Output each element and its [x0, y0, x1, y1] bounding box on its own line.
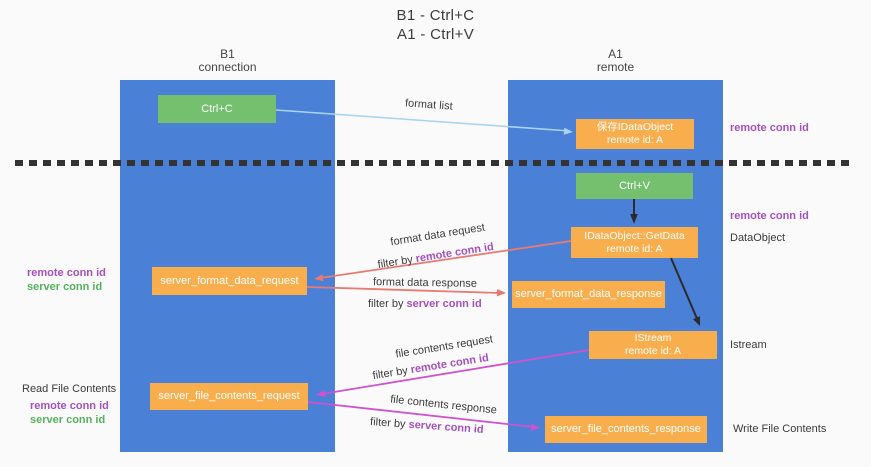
filter-1-prefix: filter by: [376, 253, 417, 272]
node-ctrl-c: Ctrl+C: [158, 95, 276, 123]
filter-by-remote-conn-id-label-2: filter by remote conn id: [372, 352, 490, 382]
node-ctrl-c-label: Ctrl+C: [201, 102, 233, 115]
format-data-response-label: format data response: [372, 276, 478, 290]
filter-2-key: server conn id: [406, 298, 482, 310]
lane-header-b1: B1 connection: [120, 48, 335, 74]
lane-a1-subtitle: remote: [596, 60, 635, 74]
node-save-dataobject-line1: 保存IDataObject: [596, 121, 674, 133]
node-save-dataobject-line2: remote id: A: [606, 134, 664, 146]
istream-label: Istream: [730, 339, 767, 351]
copy-paste-divider-line: [15, 160, 853, 166]
title-line-2: A1 - Ctrl+V: [396, 26, 475, 43]
filter-3-prefix: filter by: [371, 364, 412, 383]
filter-1-key: remote conn id: [414, 240, 495, 266]
node-file-request-label: server_file_contents_request: [158, 390, 300, 402]
left-remote-conn-id-top: remote conn id: [27, 267, 106, 279]
filter-by-server-conn-id-label-1: filter by server conn id: [368, 298, 482, 310]
write-file-contents-label: Write File Contents: [733, 423, 827, 435]
file-contents-response-label: file contents response: [389, 393, 498, 417]
node-getdata-line1: IDataObject::GetData: [584, 229, 685, 242]
left-server-conn-id-top: server conn id: [27, 281, 103, 293]
filter-4-key: server conn id: [408, 418, 484, 436]
node-istream-line1: IStream: [634, 332, 672, 344]
lane-b1-title: B1: [220, 47, 235, 61]
node-idataobject-getdata: IDataObject::GetData remote id: A: [571, 227, 698, 258]
node-server-file-contents-request: server_file_contents_request: [150, 383, 308, 410]
diagram-title: B1 - Ctrl+C A1 - Ctrl+V: [0, 6, 871, 44]
lane-b1-subtitle: connection: [198, 60, 257, 74]
node-istream-line2: remote id: A: [624, 345, 682, 357]
node-server-format-data-request: server_format_data_request: [152, 267, 307, 295]
right-remote-conn-id-top: remote conn id: [730, 122, 809, 134]
node-istream: IStream remote id: A: [589, 331, 717, 359]
read-file-contents-label: Read File Contents: [22, 383, 117, 395]
left-remote-conn-id-bottom: remote conn id: [30, 400, 109, 412]
node-server-format-data-response: server_format_data_response: [512, 281, 665, 308]
node-format-response-label: server_format_data_response: [515, 288, 662, 300]
title-line-1: B1 - Ctrl+C: [396, 7, 475, 24]
dataobject-label: DataObject: [730, 232, 786, 244]
filter-by-server-conn-id-label-2: filter by server conn id: [370, 416, 484, 436]
node-save-dataobject: 保存IDataObject remote id: A: [576, 119, 694, 149]
node-getdata-line2: remote id: A: [606, 242, 663, 255]
node-server-file-contents-response: server_file_contents_response: [545, 416, 707, 443]
filter-4-prefix: filter by: [369, 416, 409, 431]
filter-2-prefix: filter by: [368, 298, 407, 310]
node-ctrl-v: Ctrl+V: [576, 173, 693, 199]
left-server-conn-id-bottom: server conn id: [30, 414, 106, 426]
lane-header-a1: A1 remote: [508, 48, 723, 74]
node-ctrl-v-label: Ctrl+V: [619, 179, 650, 192]
right-remote-conn-id-mid: remote conn id: [730, 210, 809, 222]
node-file-response-label: server_file_contents_response: [551, 423, 701, 435]
lane-a1-title: A1: [608, 47, 623, 61]
node-format-request-label: server_format_data_request: [160, 274, 299, 287]
format-list-label: format list: [404, 97, 454, 113]
